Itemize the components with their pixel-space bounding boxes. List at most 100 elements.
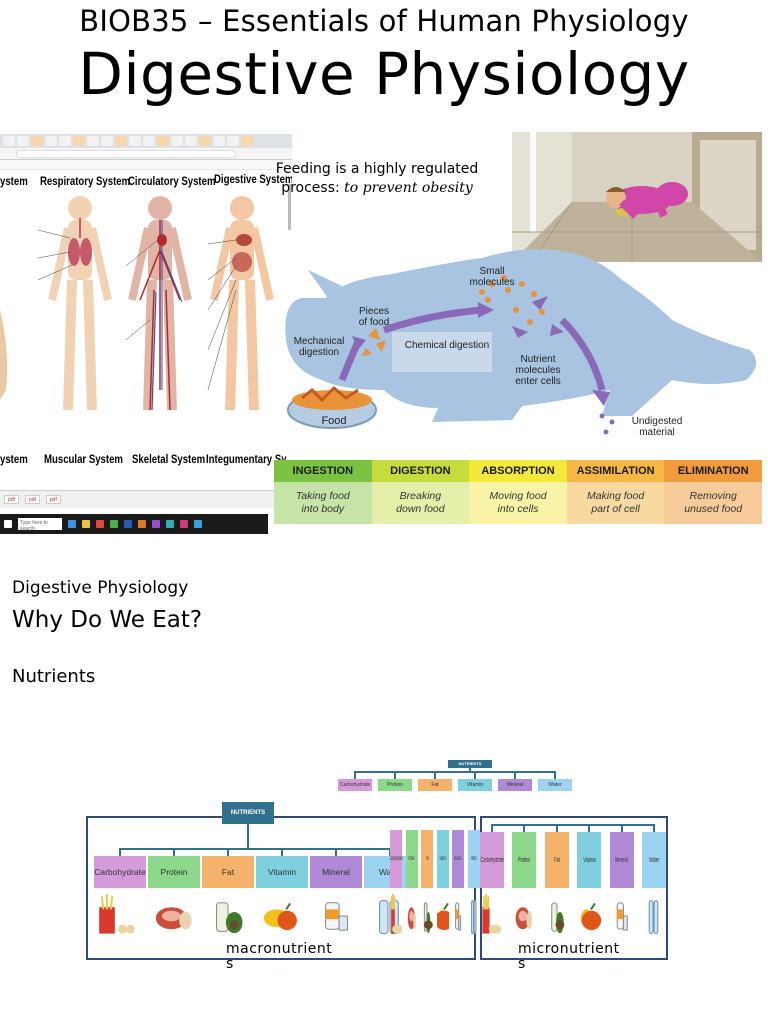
- cat-digestion-diagram: Mechanical digestion Pieces of food Smal…: [272, 240, 768, 540]
- taskbar-search-input[interactable]: Type here to search: [18, 518, 62, 532]
- stage-description: Removing unused food: [664, 482, 762, 524]
- fries-icon: [390, 894, 402, 934]
- supplement-icon: [616, 902, 628, 931]
- taskbar-app-icon[interactable]: [82, 520, 90, 528]
- taskbar-app-icon[interactable]: [166, 520, 174, 528]
- nutrient-category: Mineral: [498, 779, 532, 791]
- nutrient-category: Carbohydrate: [480, 832, 504, 888]
- nutrient-category-label: Vitamin: [582, 856, 596, 864]
- download-chip[interactable]: pdf: [4, 495, 19, 504]
- water-bottle-icon: [470, 900, 476, 935]
- oil-bottle-icon: [551, 902, 565, 934]
- macronutrients-label: macronutrient s: [226, 941, 333, 972]
- connector-line: [335, 848, 337, 856]
- download-chip[interactable]: pdf: [45, 495, 61, 504]
- food-label: Food: [321, 415, 347, 427]
- connector-line: [120, 848, 390, 850]
- water-bottle-icon: [648, 900, 659, 935]
- browser-tab-strip: [0, 134, 292, 148]
- nutrient-category-label: Protein: [387, 782, 403, 788]
- system-label: Skeletal System: [132, 452, 206, 466]
- micronutrients-label: micronutrient s: [518, 941, 620, 972]
- main-title: Digestive Physiology: [78, 40, 690, 108]
- nutrient-category: Fat: [418, 779, 452, 791]
- nutrient-category-label: Water: [470, 856, 477, 862]
- micronutrients-box: [480, 816, 668, 960]
- stage-description: Moving food into cells: [469, 482, 567, 524]
- nutrient-category: Carbohydrate: [338, 779, 372, 791]
- nutrient-category-label: Carbohydrate: [480, 856, 504, 864]
- taskbar-app-icon[interactable]: [138, 520, 146, 528]
- connector-line: [474, 771, 476, 779]
- fruit-icon: [263, 902, 297, 931]
- nutrient-category: Fat: [544, 832, 569, 888]
- stage-name: DIGESTION: [371, 460, 470, 482]
- windows-taskbar: Type here to search: [0, 514, 268, 534]
- system-label: Circulatory System: [128, 174, 216, 188]
- connector-line: [394, 771, 396, 779]
- system-label: Muscular System: [44, 452, 123, 466]
- nutrient-category-label: Mineral: [454, 856, 462, 862]
- system-label: Digestive System: [214, 172, 292, 186]
- windows-start-icon[interactable]: [4, 520, 12, 528]
- connector-line: [434, 771, 436, 779]
- taskbar-app-icon[interactable]: [110, 520, 118, 528]
- supplement-icon: [325, 902, 348, 931]
- nutrient-category-label: Carbohydrate: [94, 867, 146, 877]
- nutrient-category-label: Mineral: [322, 867, 350, 877]
- nutrient-category-label: Fat: [431, 782, 439, 788]
- nutrient-category-label: Vitamin: [466, 782, 484, 788]
- body-systems-illustration: [0, 196, 274, 411]
- nutrient-category: Water: [538, 779, 572, 791]
- fries-icon: [482, 894, 502, 934]
- oil-bottle-icon: [216, 902, 243, 934]
- nutrient-category: Vitamin: [256, 856, 308, 888]
- fries-icon: [99, 894, 135, 934]
- system-label: Integumentary Sy: [206, 452, 287, 466]
- nutrient-category-label: Vitamin: [267, 867, 297, 877]
- chemical-digestion-label: Chemical digestion: [404, 340, 490, 351]
- nutrient-category-label: Fat: [554, 856, 560, 864]
- connector-line: [247, 824, 249, 848]
- nutrient-category-label: Mineral: [506, 782, 524, 788]
- nutrient-category: Protein: [378, 779, 412, 791]
- nutrient-category-label: Water: [648, 856, 660, 864]
- taskbar-app-icon[interactable]: [180, 520, 188, 528]
- feeding-note: Feeding is a highly regulated process: t…: [242, 160, 512, 198]
- taskbar-app-icon[interactable]: [194, 520, 202, 528]
- stage-description: Taking food into body: [274, 482, 372, 524]
- connector-line: [588, 824, 591, 832]
- nutrient-category: Fat: [202, 856, 254, 888]
- download-chip[interactable]: pdf: [24, 495, 40, 504]
- nutrient-category: Mineral: [452, 830, 464, 888]
- taskbar-app-icon[interactable]: [124, 520, 132, 528]
- supplement-icon: [455, 902, 462, 931]
- nutrient-category: Vitamin: [436, 830, 449, 888]
- pieces-of-food-label: Pieces of food: [358, 306, 390, 328]
- connector-line: [492, 824, 654, 826]
- stage-name: ASSIMILATION: [566, 460, 665, 482]
- nutrient-category: Protein: [148, 856, 200, 888]
- stage-name: INGESTION: [274, 460, 372, 482]
- nutrient-molecules-label: Nutrient molecules enter cells: [515, 354, 561, 387]
- nutrient-category-label: Vitamin: [439, 856, 446, 862]
- undigested-material-label: Undigested material: [631, 416, 683, 438]
- taskbar-app-icon[interactable]: [96, 520, 104, 528]
- nutrient-category-label: Protein: [160, 867, 188, 877]
- browser-address-bar: [0, 148, 292, 160]
- text-cursor: [288, 184, 291, 230]
- taskbar-app-icon[interactable]: [152, 520, 160, 528]
- child-eating-photo: [512, 132, 762, 262]
- stage-description: Breaking down food: [371, 482, 470, 524]
- nutrient-category: Carbohydrate: [390, 830, 402, 888]
- connector-line: [514, 771, 516, 779]
- nutrient-category: Mineral: [310, 856, 362, 888]
- browser-bookmarks-bar: [0, 160, 292, 170]
- nutrient-category: Carbohydrate: [94, 856, 146, 888]
- taskbar-app-icon[interactable]: [68, 520, 76, 528]
